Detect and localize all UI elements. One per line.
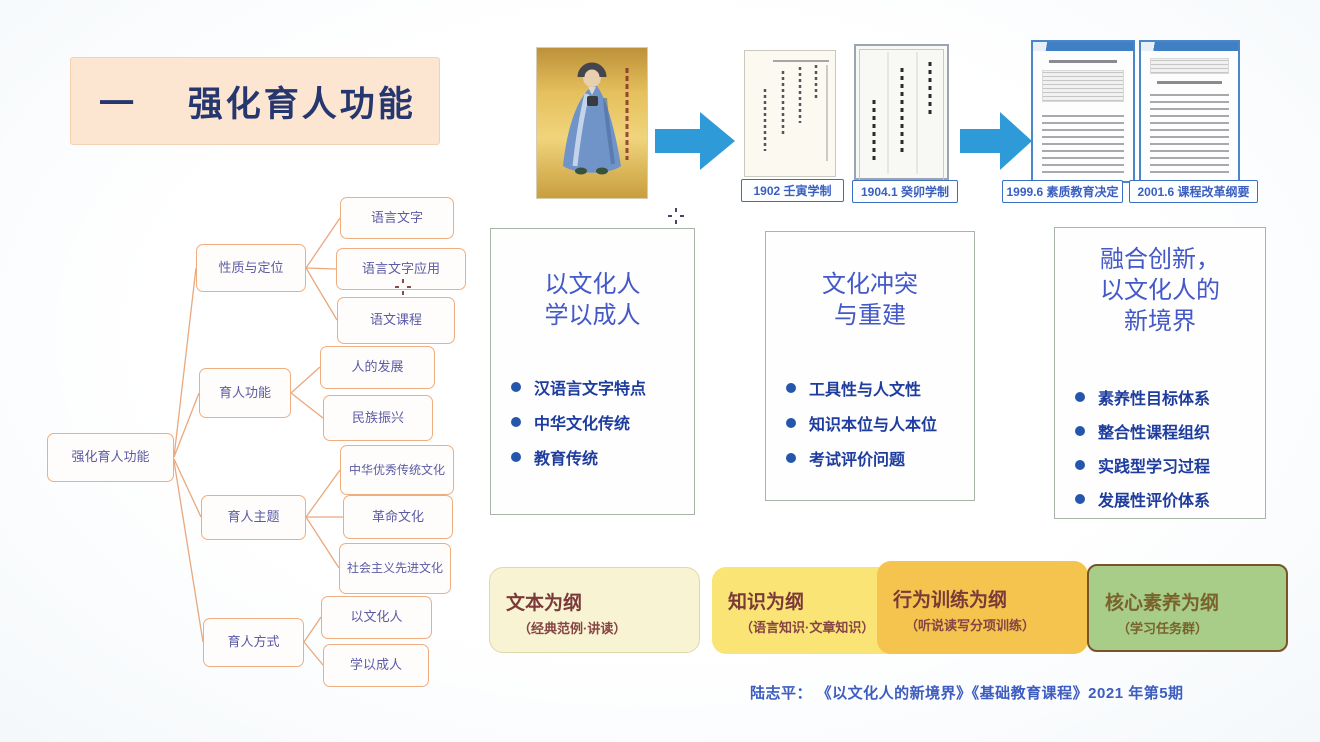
stage-title: 核心素养为纲 [1105,593,1220,614]
stage-text-outline: 文本为纲 （经典范例·讲读） [489,567,700,653]
panel-title: 融合创新， 以文化人的 新境界 [1100,246,1220,336]
mindmap-leaf: 革命文化 [343,495,453,539]
mindmap-branch-method: 育人方式 [203,618,304,667]
bullet-dot-icon [1075,391,1085,402]
document-thumbnail-2001 [1139,40,1240,183]
bullet-label: 教育传统 [534,451,599,469]
document-thumbnail-1999 [1031,40,1135,183]
bullet-item: 教育传统 [511,446,694,468]
stage-subtitle: （语言知识·文章知识） [740,620,875,635]
doc-label-1902: 1902 壬寅学制 [741,179,844,202]
panel-culture-person: 以文化人 学以成人 汉语言文字特点 中华文化传统 教育传统 [490,228,695,515]
bullet-dot-icon [1075,425,1085,436]
flow-arrow-icon [655,112,735,170]
stage-title: 知识为纲 [728,592,805,613]
mindmap-leaf: 语言文字应用 [336,248,466,290]
document-text-marks [872,52,932,174]
document-heading-block [1150,58,1229,74]
document-thumbnail-1902 [744,50,836,177]
bullet-dot-icon [1075,459,1085,470]
crosshair-cursor-icon [395,279,411,295]
document-header-bar [1141,42,1238,51]
bullet-dot-icon [511,417,521,428]
crosshair-cursor-icon [668,208,684,224]
stage-behavior-training-outline: 行为训练为纲 （听说读写分项训练） [877,561,1088,654]
bullet-item: 汉语言文字特点 [511,376,694,398]
slide-title-box: 一 强化育人功能 [70,57,440,145]
document-text-marks [763,60,829,161]
bullet-dot-icon [1075,493,1085,504]
stage-title: 行为训练为纲 [893,590,1008,611]
panel-bullets: 汉语言文字特点 中华文化传统 教育传统 [491,376,694,468]
bullet-dot-icon [511,382,521,393]
mindmap-leaf: 语言文字 [340,197,454,239]
mindmap-branch-theme: 育人主题 [201,495,306,540]
stage-core-competency-outline: 核心素养为纲 （学习任务群） [1087,564,1288,652]
document-page [859,49,944,182]
document-title-line [1157,81,1222,84]
mindmap-leaf: 学以成人 [323,644,429,687]
bullet-item: 中华文化传统 [511,411,694,433]
bullet-item: 实践型学习过程 [1075,454,1265,476]
mindmap-leaf: 人的发展 [320,346,435,389]
panel-title: 文化冲突 与重建 [822,271,918,330]
bullet-item: 工具性与人文性 [786,377,974,399]
bullet-label: 中华文化传统 [534,416,631,434]
mindmap-leaf: 语文课程 [337,297,455,344]
panel-title: 以文化人 学以成人 [544,271,641,330]
document-title-line [1049,60,1117,63]
bullet-label: 考试评价问题 [809,452,906,470]
confucius-painting-image [537,48,647,198]
stage-subtitle: （经典范例·讲读） [518,621,627,636]
bullet-label: 知识本位与人本位 [809,417,938,435]
document-thumbnail-1904 [854,44,949,182]
bullet-label: 工具性与人文性 [809,382,922,400]
flow-arrow-icon [960,112,1032,170]
bullet-dot-icon [786,453,796,464]
mindmap-root-node: 强化育人功能 [47,433,174,482]
doc-label-2001: 2001.6 课程改革纲要 [1129,180,1258,203]
confucius-figure-icon [537,48,647,198]
citation-text: 陆志平： 《以文化人的新境界》《基础教育课程》2021 年第5期 [750,685,1184,702]
panel-bullets: 素养性目标体系 整合性课程组织 实践型学习过程 发展性评价体系 [1055,386,1265,510]
stage-subtitle: （听说读写分项训练） [905,618,1036,633]
document-text-lines [1150,93,1229,173]
bullet-label: 发展性评价体系 [1098,492,1211,510]
mindmap-leaf: 民族振兴 [323,395,433,441]
panel-bullets: 工具性与人文性 知识本位与人本位 考试评价问题 [766,377,974,469]
bullet-label: 实践型学习过程 [1098,458,1211,476]
stage-subtitle: （学习任务群） [1117,621,1209,636]
mindmap-branch-nature: 性质与定位 [196,244,306,292]
doc-label-1999: 1999.6 素质教育决定 [1002,180,1123,203]
bullet-label: 素养性目标体系 [1098,390,1211,408]
panel-culture-conflict: 文化冲突 与重建 工具性与人文性 知识本位与人本位 考试评价问题 [765,231,975,501]
bullet-label: 整合性课程组织 [1098,424,1211,442]
document-text-lines [1042,110,1124,173]
slide-title: 一 强化育人功能 [99,84,416,124]
bullet-dot-icon [511,452,521,463]
bullet-item: 知识本位与人本位 [786,412,974,434]
bullet-item: 整合性课程组织 [1075,420,1265,442]
document-abstract-block [1042,70,1124,102]
bullet-item: 考试评价问题 [786,447,974,469]
bullet-label: 汉语言文字特点 [534,381,647,399]
document-header-bar [1033,42,1133,51]
stage-title: 文本为纲 [506,593,583,614]
mindmap-leaf: 以文化人 [321,596,432,639]
bullet-item: 发展性评价体系 [1075,488,1265,510]
mindmap-leaf: 社会主义先进文化 [339,543,451,594]
mindmap-branch-function: 育人功能 [199,368,291,418]
bullet-dot-icon [786,383,796,394]
bullet-item: 素养性目标体系 [1075,386,1265,408]
mindmap-leaf: 中华优秀传统文化 [340,445,454,495]
panel-integration-innovation: 融合创新， 以文化人的 新境界 素养性目标体系 整合性课程组织 实践型学习过程 … [1054,227,1266,519]
bullet-dot-icon [786,418,796,429]
doc-label-1904: 1904.1 癸卯学制 [852,180,958,203]
